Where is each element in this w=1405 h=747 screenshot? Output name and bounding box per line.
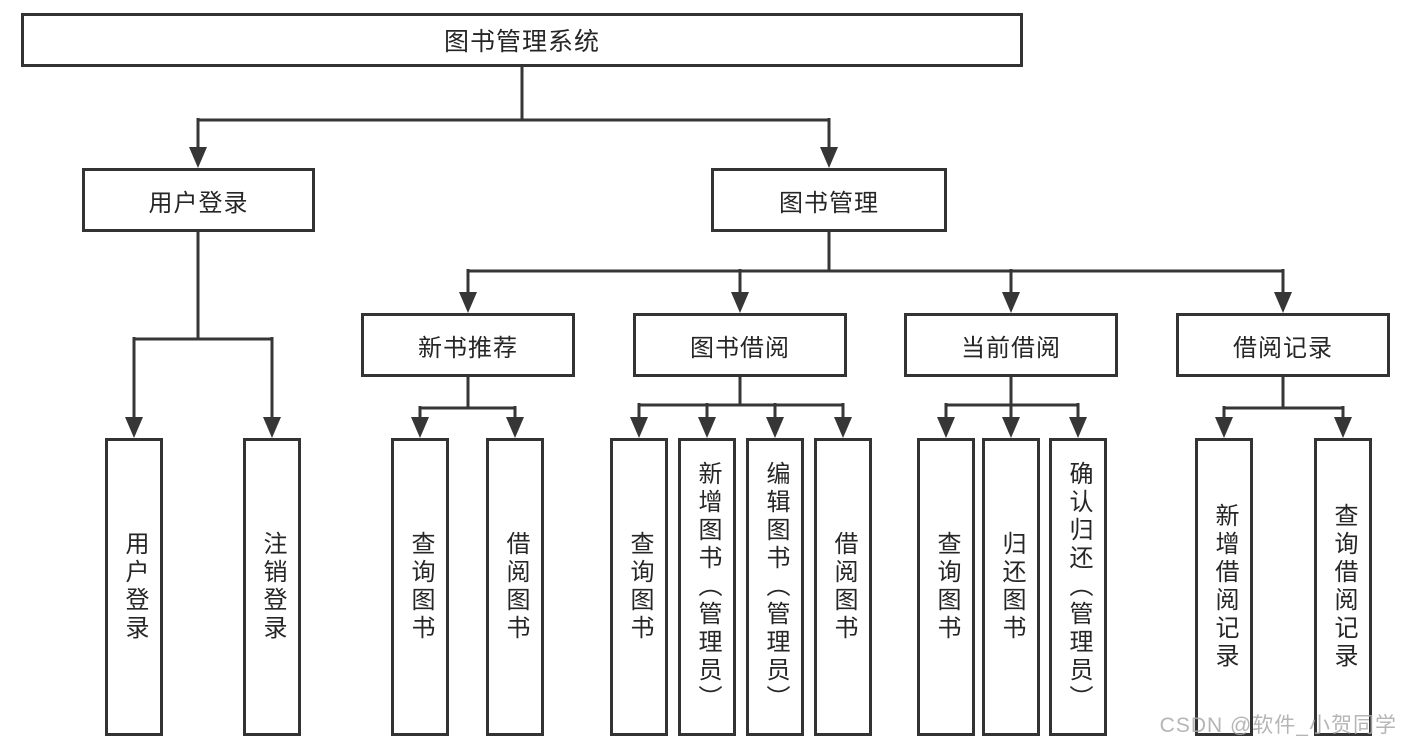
node-label: 借阅记录 [1233, 334, 1333, 362]
leaf-label: 查询图书 [933, 531, 960, 643]
node-current-borrow: 当前借阅 [904, 313, 1118, 377]
leaf-label: 确认归还（管理员） [1065, 461, 1092, 713]
node-label: 用户登录 [148, 189, 249, 217]
csdn-watermark: CSDN @软件_小贺同学 [1159, 714, 1397, 737]
leaf-add-borrow-record: 新增借阅记录 [1195, 438, 1253, 736]
leaf-query-borrow-record: 查询借阅记录 [1314, 438, 1372, 736]
leaf-query-book-1: 查询图书 [391, 438, 449, 736]
leaf-edit-book-admin: 编辑图书（管理员） [746, 438, 804, 736]
leaf-logout: 注销登录 [243, 438, 301, 736]
leaf-label: 用户登录 [121, 531, 148, 643]
connector-book-management [459, 232, 1292, 313]
leaf-label: 归还图书 [998, 531, 1025, 643]
leaf-label: 注销登录 [259, 531, 286, 643]
leaf-label: 查询借阅记录 [1330, 503, 1357, 671]
leaf-label: 编辑图书（管理员） [762, 461, 789, 713]
leaf-user-login: 用户登录 [105, 438, 163, 736]
leaf-label: 查询图书 [626, 531, 653, 643]
node-library-system: 图书管理系统 [21, 13, 1023, 67]
leaf-label: 借阅图书 [502, 531, 529, 643]
node-book-borrow: 图书借阅 [633, 313, 847, 377]
connector-new-book [411, 377, 524, 438]
leaf-add-book-admin: 新增图书（管理员） [678, 438, 736, 736]
node-new-book-recommend: 新书推荐 [361, 313, 575, 377]
node-user-login: 用户登录 [82, 168, 315, 232]
leaf-label: 查询图书 [407, 531, 434, 643]
leaf-label: 新增借阅记录 [1211, 503, 1238, 671]
node-borrow-record: 借阅记录 [1176, 313, 1390, 377]
leaf-label: 新增图书（管理员） [694, 461, 721, 713]
connector-borrow-record [1215, 377, 1352, 438]
connector-book-borrow [630, 377, 852, 438]
connector-user-login [125, 232, 281, 438]
leaf-query-book-2: 查询图书 [610, 438, 668, 736]
leaf-confirm-return-admin: 确认归还（管理员） [1049, 438, 1107, 736]
node-label: 当前借阅 [961, 334, 1061, 362]
connector-current-borrow [937, 377, 1087, 438]
connector-root [189, 67, 838, 168]
leaf-query-book-3: 查询图书 [917, 438, 975, 736]
node-label: 图书借阅 [690, 334, 790, 362]
node-book-management: 图书管理 [711, 168, 947, 232]
leaf-borrow-book-2: 借阅图书 [814, 438, 872, 736]
node-label: 图书管理系统 [443, 28, 600, 56]
leaf-label: 借阅图书 [830, 531, 857, 643]
node-label: 新书推荐 [418, 334, 518, 362]
node-label: 图书管理 [779, 189, 879, 217]
leaf-return-book: 归还图书 [982, 438, 1040, 736]
leaf-borrow-book-1: 借阅图书 [486, 438, 544, 736]
